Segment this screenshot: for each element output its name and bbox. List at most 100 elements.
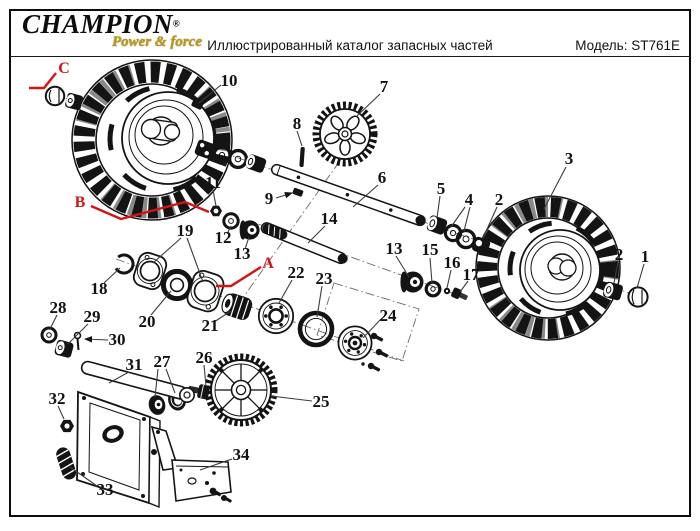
leader-6 (352, 184, 379, 208)
axle-cap-left (44, 85, 84, 111)
callout-23: 23 (316, 269, 333, 288)
bearing-row-right (400, 271, 468, 301)
page-border (9, 9, 691, 517)
header-rule (10, 56, 690, 57)
callout-24: 24 (380, 306, 398, 325)
callout-B: B (75, 194, 86, 211)
leader-18 (103, 267, 121, 284)
leader-14 (307, 225, 326, 244)
leader-11 (212, 189, 217, 207)
leader-2 (613, 261, 619, 284)
leader-23 (316, 285, 323, 318)
bushing (426, 215, 448, 235)
snap-ring (113, 253, 135, 275)
bushing (245, 154, 267, 173)
axle-shaft (270, 163, 426, 227)
leader-32 (57, 405, 65, 420)
leader-A (216, 265, 262, 288)
bushing (603, 281, 623, 301)
drive-gear (221, 293, 253, 320)
callout-16: 16 (444, 253, 461, 272)
shaft-key (292, 187, 304, 197)
callout-9: 9 (265, 189, 274, 208)
callout-5: 5 (437, 179, 446, 198)
roll-pin (299, 147, 305, 168)
callout-1: 1 (641, 247, 650, 266)
leader-24 (362, 318, 382, 339)
leader-1 (636, 263, 645, 289)
washer (227, 148, 249, 170)
leader-5 (436, 195, 441, 219)
bushing (54, 339, 74, 358)
registered-mark: ® (173, 18, 180, 29)
callout-26: 26 (196, 348, 213, 367)
leader-19 (186, 237, 204, 283)
callout-3: 3 (565, 149, 574, 168)
brand-tagline: Power & force (112, 34, 202, 50)
leader-12 (226, 225, 232, 235)
callout-13: 13 (234, 244, 251, 263)
leader-B (90, 200, 210, 221)
callout-2: 2 (495, 190, 504, 209)
leader-4 (450, 206, 466, 228)
bolt (451, 287, 468, 301)
callout-4: 4 (465, 190, 474, 209)
callout-10: 10 (221, 71, 238, 90)
callout-11: 11 (205, 173, 221, 192)
callout-27: 27 (154, 352, 172, 371)
leader-20 (150, 290, 172, 316)
callout-A: A (262, 255, 274, 272)
leader-34 (199, 458, 233, 471)
leader-16 (446, 269, 452, 289)
leader-lines (29, 72, 645, 487)
hub-flange (257, 297, 295, 335)
leader-33 (69, 466, 98, 487)
right-axle-hardware (426, 215, 491, 255)
brand-logo: CHAMPION® Power & force (22, 11, 204, 50)
callout-19: 19 (177, 221, 194, 240)
leader-C (29, 72, 57, 90)
callout-29: 29 (84, 307, 101, 326)
leader-29 (67, 323, 89, 345)
bearing-flange (186, 269, 225, 313)
callout-25: 25 (313, 392, 330, 411)
washer (424, 280, 442, 298)
hub-gear-row (221, 293, 389, 372)
leader-31 (108, 371, 130, 384)
callout-21: 21 (202, 316, 219, 335)
swing-bracket (76, 360, 196, 509)
pivot-hardware (40, 326, 82, 358)
leader-22 (278, 279, 293, 304)
bushing (472, 236, 491, 255)
callout-28: 28 (50, 298, 67, 317)
kit-bolts (361, 332, 389, 372)
callout-2: 2 (615, 245, 624, 264)
spring-and-nut (56, 419, 77, 480)
seal-ring (297, 310, 335, 348)
model-label: Модель: ST761E (569, 38, 680, 53)
callout-30: 30 (109, 330, 126, 349)
leader-13 (395, 255, 410, 278)
leader-3 (543, 166, 567, 210)
washer (455, 228, 477, 250)
right-wheel (475, 195, 621, 341)
callout-18: 18 (91, 279, 108, 298)
callout-6: 6 (378, 168, 387, 187)
bearing-flange-row (113, 251, 225, 313)
callout-31: 31 (126, 355, 143, 374)
callout-15: 15 (422, 240, 439, 259)
callout-14: 14 (321, 209, 339, 228)
cotter-pin (73, 331, 82, 340)
leader-26 (203, 364, 207, 387)
leader-21 (213, 310, 232, 323)
callout-C: C (58, 60, 70, 77)
brand-name: CHAMPION (22, 9, 174, 39)
left-axle-hardware (194, 139, 267, 173)
leader-27 (165, 368, 176, 394)
leader-30 (83, 336, 109, 343)
subassembly-box-24 (316, 282, 420, 362)
washer (40, 326, 58, 344)
